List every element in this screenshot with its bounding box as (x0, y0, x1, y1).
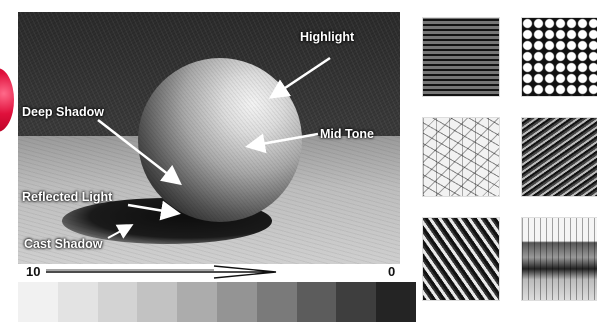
mid-tone-label: Mid Tone (320, 127, 374, 141)
texture-tile (521, 217, 597, 301)
texture-tile (422, 117, 500, 197)
value-scale-bar (18, 282, 416, 322)
reflected-light-arrow (128, 205, 176, 213)
value-swatch (18, 282, 58, 322)
value-swatch (376, 282, 416, 322)
cast-shadow-label: Cast Shadow (24, 237, 103, 251)
value-swatch (58, 282, 98, 322)
mid-tone-arrow (250, 134, 318, 146)
scale-start-value: 10 (26, 264, 40, 279)
reflected-light-label: Reflected Light (22, 190, 112, 204)
value-swatch (336, 282, 376, 322)
value-swatch (137, 282, 177, 322)
texture-tile (521, 17, 597, 97)
texture-diagonal-scribble (522, 118, 597, 196)
highlight-label: Highlight (300, 30, 354, 44)
texture-spots-pattern (522, 18, 597, 96)
texture-diagonal-stripes (423, 218, 499, 300)
texture-landscape-scene (522, 218, 597, 300)
texture-tile (521, 117, 597, 197)
texture-abstract-folds (423, 18, 499, 96)
value-swatch (177, 282, 217, 322)
red-sphere-edge (0, 68, 14, 132)
value-swatch (217, 282, 257, 322)
value-swatch (297, 282, 337, 322)
scale-arrow (44, 264, 284, 280)
cast-shadow-arrow (108, 226, 130, 238)
value-swatch (98, 282, 138, 322)
texture-tile (422, 17, 500, 97)
scale-end-value: 0 (388, 264, 395, 279)
highlight-arrow (273, 58, 330, 96)
deep-shadow-arrow (98, 120, 178, 182)
texture-tile (422, 217, 500, 301)
value-swatch (257, 282, 297, 322)
deep-shadow-label: Deep Shadow (22, 105, 104, 119)
texture-starburst-crosshatch (423, 118, 499, 196)
shading-sketch: Highlight Deep Shadow Mid Tone Reflected… (18, 12, 400, 264)
